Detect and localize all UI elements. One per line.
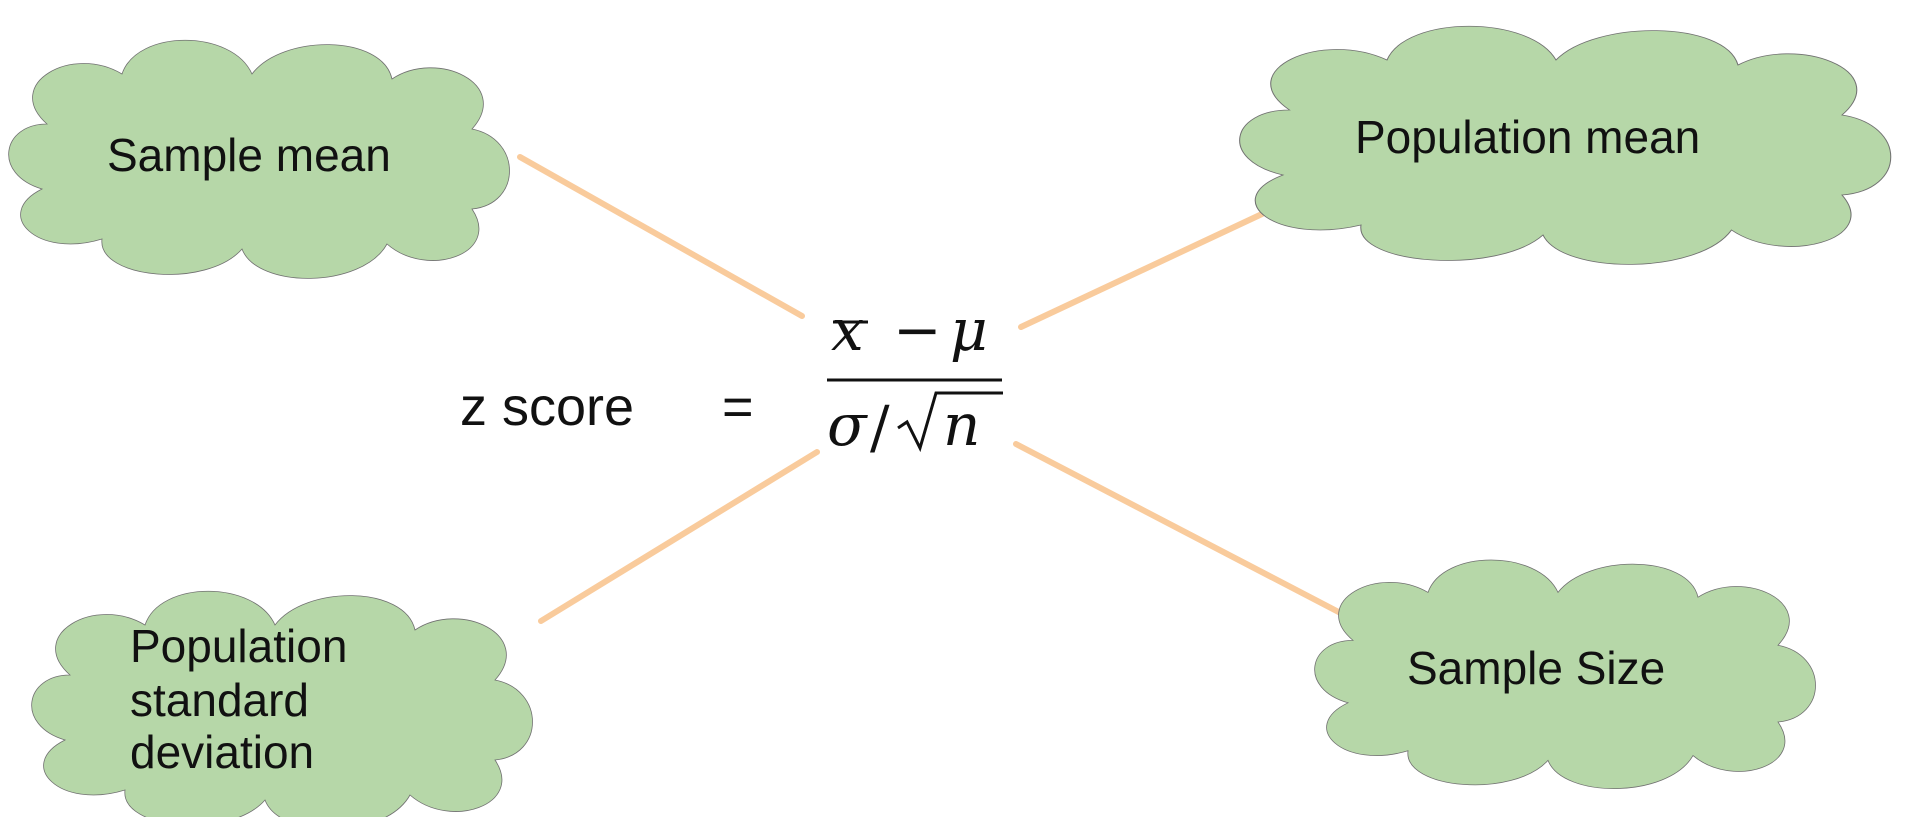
denominator-slash: / [870,393,890,461]
connector-lines [517,154,1355,624]
connector-population-mean [1018,211,1265,330]
numerator-mu: μ [950,296,988,364]
connector-sample-size [1013,441,1355,622]
cloud-label-population-sd-line3: deviation [130,726,314,778]
cloud-label-population-sd-line1: Population [130,620,347,672]
cloud-label-sample-mean: Sample mean [107,129,391,181]
numerator-minus: − [893,296,942,364]
denominator-n: n [943,391,980,459]
sqrt-radical-icon [897,391,1003,453]
numerator-x: x [831,296,864,364]
connector-sample-mean [517,154,805,319]
connector-population-sd [538,449,820,624]
cloud-label-population-mean: Population mean [1355,111,1700,163]
cloud-sample-mean: Sample mean [8,39,510,279]
equation-equals-sign: = [722,377,754,437]
cloud-sample-size: Sample Size [1314,559,1816,790]
cloud-label-sample-size: Sample Size [1407,642,1665,694]
cloud-population-mean: Population mean [1239,25,1892,265]
denominator-sigma: σ [827,391,868,459]
z-score-equation: z score = x − μ σ / n [460,296,1003,461]
cloud-population-sd: Population standard deviation [31,590,533,817]
cloud-label-population-sd-line2: standard [130,674,309,726]
equation-lhs: z score [460,377,634,437]
